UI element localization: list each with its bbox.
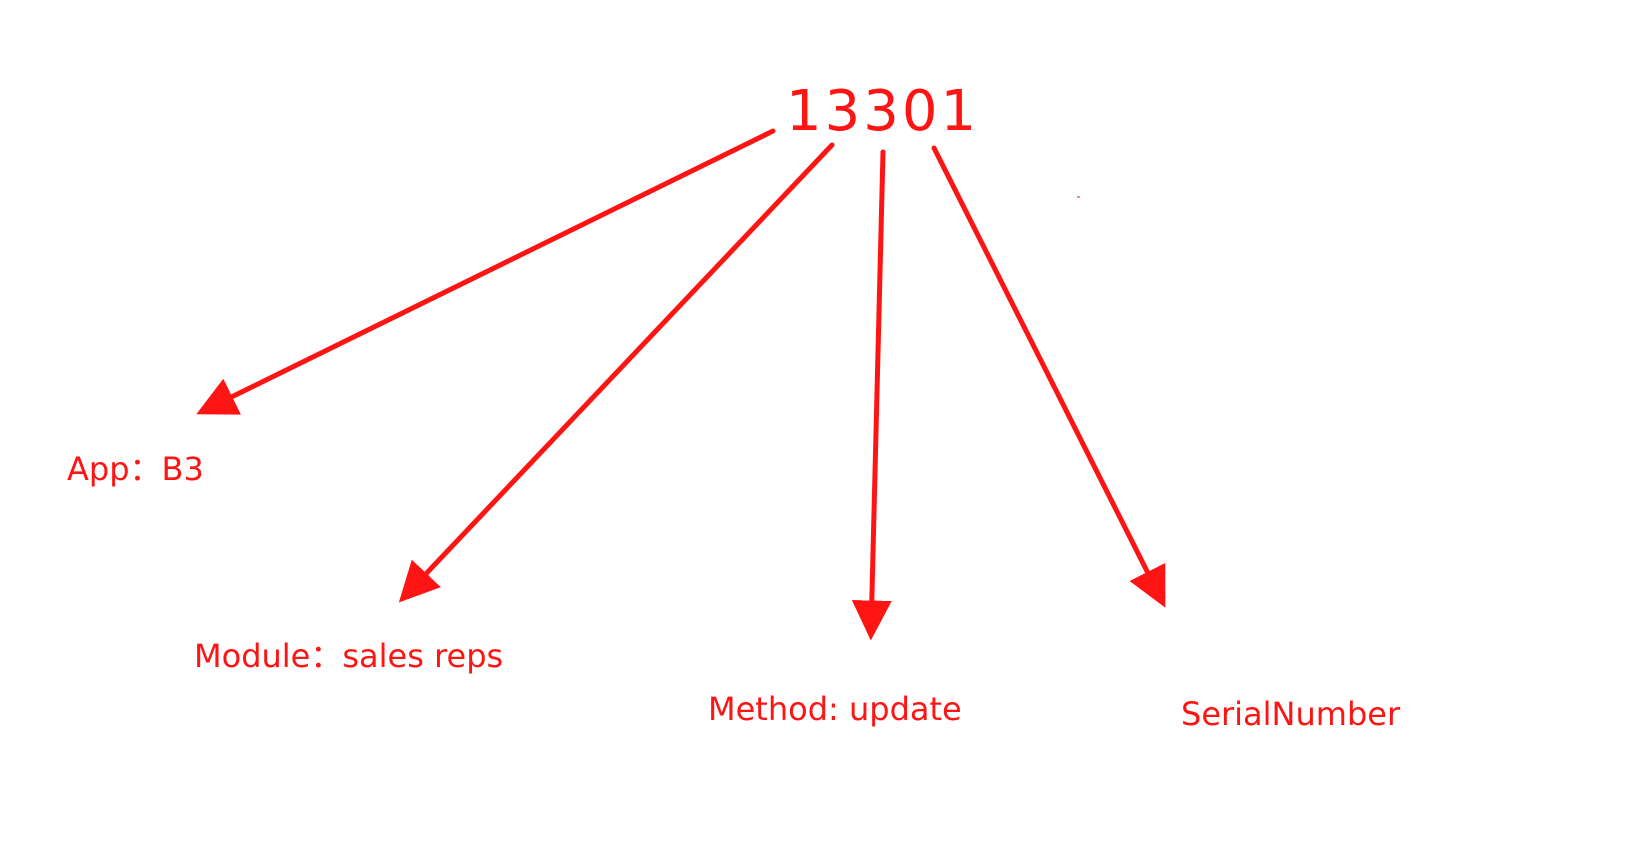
code-number: 13301 <box>786 79 979 144</box>
method-label: Method: update <box>708 690 962 728</box>
module-label: Module：sales reps <box>194 637 503 675</box>
app-label: App：B3 <box>67 450 204 488</box>
arrow-to-module <box>398 142 835 603</box>
arrow-to-app <box>196 128 776 415</box>
serial-number-label: SerialNumber <box>1181 695 1401 733</box>
stray-dot <box>1077 196 1080 198</box>
arrow-to-method <box>851 149 892 641</box>
arrow-to-serial <box>931 145 1166 608</box>
